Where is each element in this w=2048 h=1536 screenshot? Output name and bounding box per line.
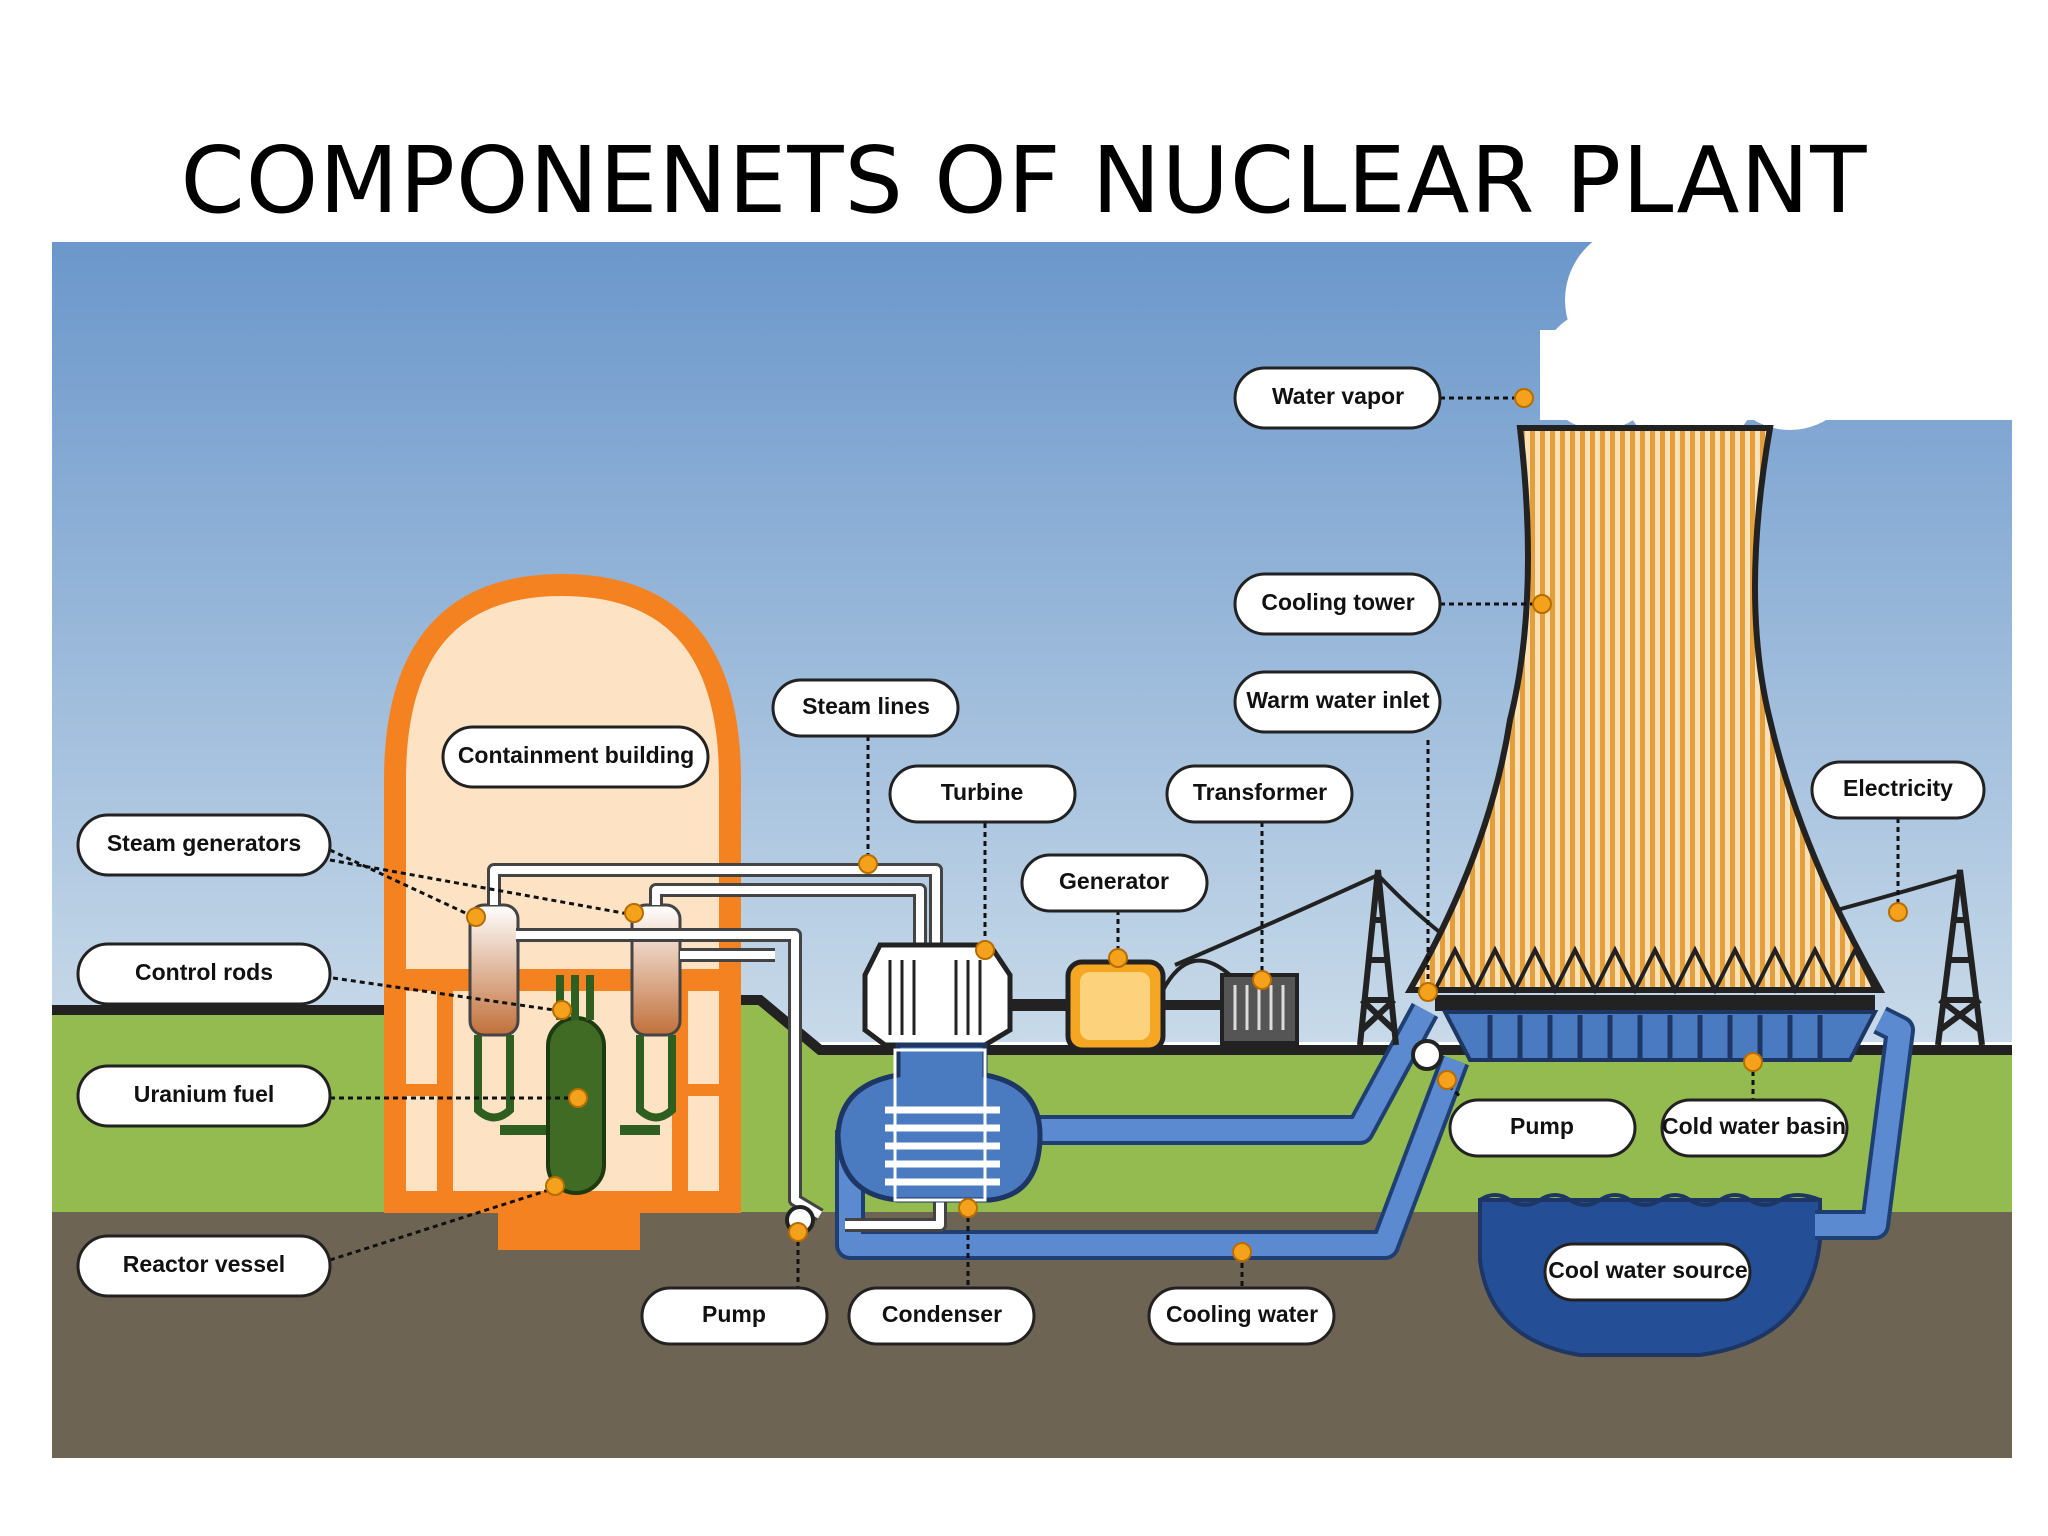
- label-pump-right: Pump: [1448, 1098, 1637, 1158]
- label-control-rods: Control rods: [76, 942, 332, 1006]
- label-text: Cold water basin: [1662, 1113, 1846, 1139]
- transmission-tower-icon: [1357, 869, 1985, 1046]
- label-text: Transformer: [1193, 779, 1327, 805]
- label-steam-generators: Steam generators: [76, 813, 332, 877]
- label-text: Pump: [1510, 1113, 1574, 1139]
- label-text: Cooling water: [1166, 1301, 1318, 1327]
- label-text: Steam generators: [107, 830, 301, 856]
- cloud-icon: [1540, 242, 2012, 450]
- label-text: Condenser: [882, 1301, 1002, 1327]
- label-text: Turbine: [941, 779, 1024, 805]
- label-transformer: Transformer: [1165, 764, 1354, 824]
- label-cool-water-source: Cool water source: [1543, 1242, 1752, 1302]
- label-pump-left: Pump: [640, 1286, 829, 1346]
- label-containment-building: Containment building: [441, 725, 710, 789]
- label-water-vapor: Water vapor: [1233, 366, 1442, 430]
- cooling-water-pipes: [835, 1002, 1915, 1260]
- label-text: Generator: [1059, 868, 1169, 894]
- label-text: Warm water inlet: [1246, 687, 1430, 713]
- cooling-tower: [1404, 425, 1886, 1062]
- label-text: Cooling tower: [1261, 589, 1414, 615]
- generator-icon: [1065, 958, 1232, 1053]
- label-electricity: Electricity: [1810, 760, 1986, 820]
- condenser: [835, 1042, 1043, 1203]
- label-text: Uranium fuel: [134, 1081, 275, 1107]
- label-text: Electricity: [1843, 775, 1953, 801]
- label-condenser: Condenser: [847, 1286, 1036, 1346]
- label-text: Pump: [702, 1301, 766, 1327]
- label-text: Control rods: [135, 959, 273, 985]
- label-generator: Generator: [1020, 853, 1209, 913]
- label-reactor-vessel: Reactor vessel: [76, 1234, 332, 1298]
- label-cooling-tower: Cooling tower: [1233, 572, 1442, 636]
- label-cooling-water: Cooling water: [1147, 1286, 1336, 1346]
- label-text: Reactor vessel: [123, 1251, 285, 1277]
- label-text: Containment building: [458, 742, 694, 768]
- label-text: Steam lines: [802, 693, 930, 719]
- transformer-icon: [1220, 973, 1299, 1045]
- label-steam-lines: Steam lines: [771, 678, 960, 738]
- label-uranium-fuel: Uranium fuel: [76, 1064, 332, 1128]
- label-warm-water-inlet: Warm water inlet: [1233, 670, 1442, 734]
- label-cold-water-basin: Cold water basin: [1660, 1098, 1849, 1158]
- label-turbine: Turbine: [888, 764, 1077, 824]
- label-text: Cool water source: [1548, 1257, 1747, 1283]
- slide-title: COMPONENETS OF NUCLEAR PLANT: [180, 127, 1868, 234]
- label-text: Water vapor: [1272, 383, 1404, 409]
- marker-dots: [466, 388, 1908, 1262]
